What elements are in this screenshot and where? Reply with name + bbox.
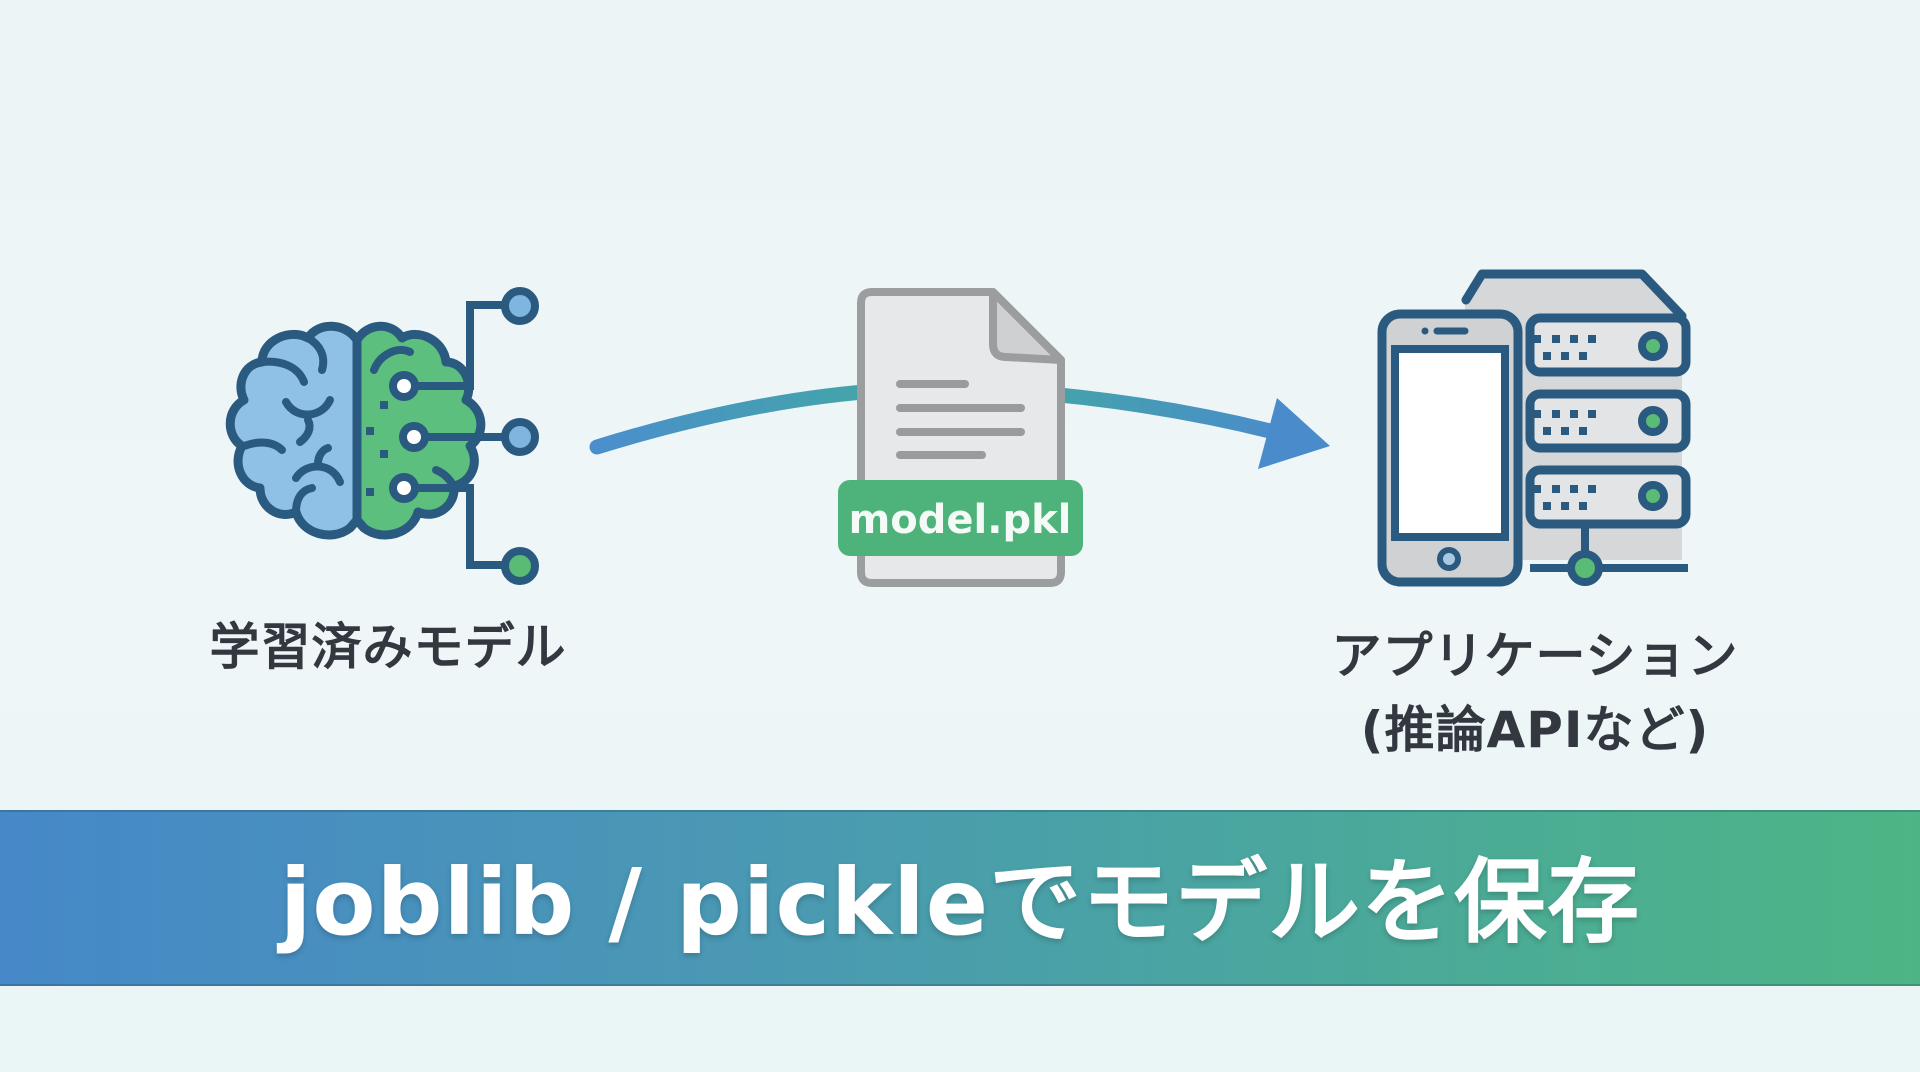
server-status-led (1638, 481, 1668, 511)
application-label-line1: アプリケーション (1331, 627, 1739, 685)
application-label: アプリケーション (推論APIなど) (1300, 615, 1770, 771)
circuit-node-middle (501, 418, 539, 456)
network-node (1567, 550, 1603, 586)
arrowhead-icon (1258, 398, 1330, 469)
file-name-label: model.pkl (849, 497, 1072, 543)
title-banner: joblib / pickleでモデルを保存 (0, 810, 1920, 986)
banner-title: joblib / pickleでモデルを保存 (279, 848, 1641, 956)
smartphone-icon (1377, 309, 1523, 587)
application-label-line2: (推論APIなど) (1360, 701, 1710, 759)
brain-left-hemisphere (230, 326, 357, 535)
circuit-node-bottom (501, 547, 539, 585)
document-text-lines (896, 380, 1025, 459)
trained-model-label: 学習済みモデル (209, 618, 567, 676)
phone-home-button (1437, 547, 1461, 571)
server-status-led (1638, 406, 1668, 436)
document-file-icon: model.pkl (838, 288, 1083, 587)
file-name-pill (838, 480, 1083, 556)
brain-circuit-icon (225, 287, 539, 585)
server-status-led (1638, 331, 1668, 361)
circuit-node-top (501, 287, 539, 325)
